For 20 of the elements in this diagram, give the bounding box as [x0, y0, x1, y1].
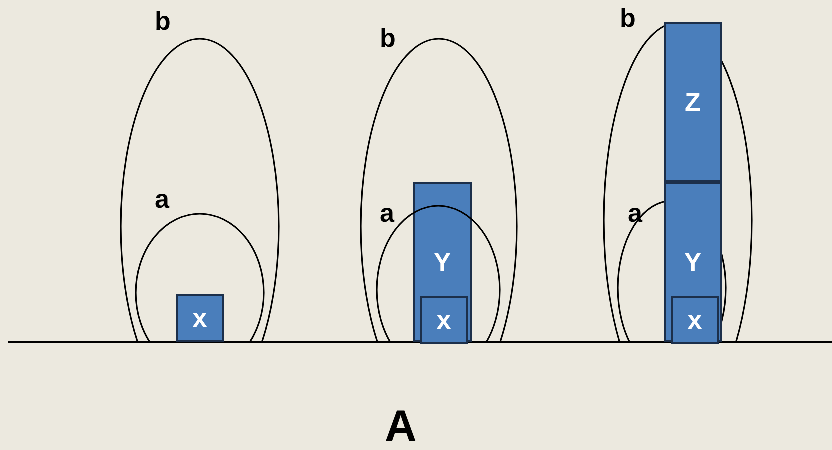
stack-block — [671, 296, 719, 344]
block-label: Z — [685, 89, 701, 115]
block-label: x — [192, 305, 208, 331]
arch-outline — [376, 205, 501, 342]
stack-block — [176, 294, 224, 342]
stack-block — [664, 182, 722, 342]
arch-label: b — [155, 8, 171, 34]
arch-label: a — [628, 200, 642, 226]
block-label: Y — [434, 249, 452, 275]
block-label: x — [436, 307, 452, 333]
arch-label: b — [380, 25, 396, 51]
arch-label: a — [155, 186, 170, 212]
block-label: x — [688, 307, 702, 333]
stack-block — [420, 296, 468, 344]
arch-label: a — [380, 200, 394, 226]
stack-block — [664, 22, 722, 182]
letter-label: A — [385, 405, 417, 449]
arch-label: b — [620, 5, 636, 31]
block-label: Y — [684, 249, 702, 275]
stack-block — [413, 182, 472, 342]
